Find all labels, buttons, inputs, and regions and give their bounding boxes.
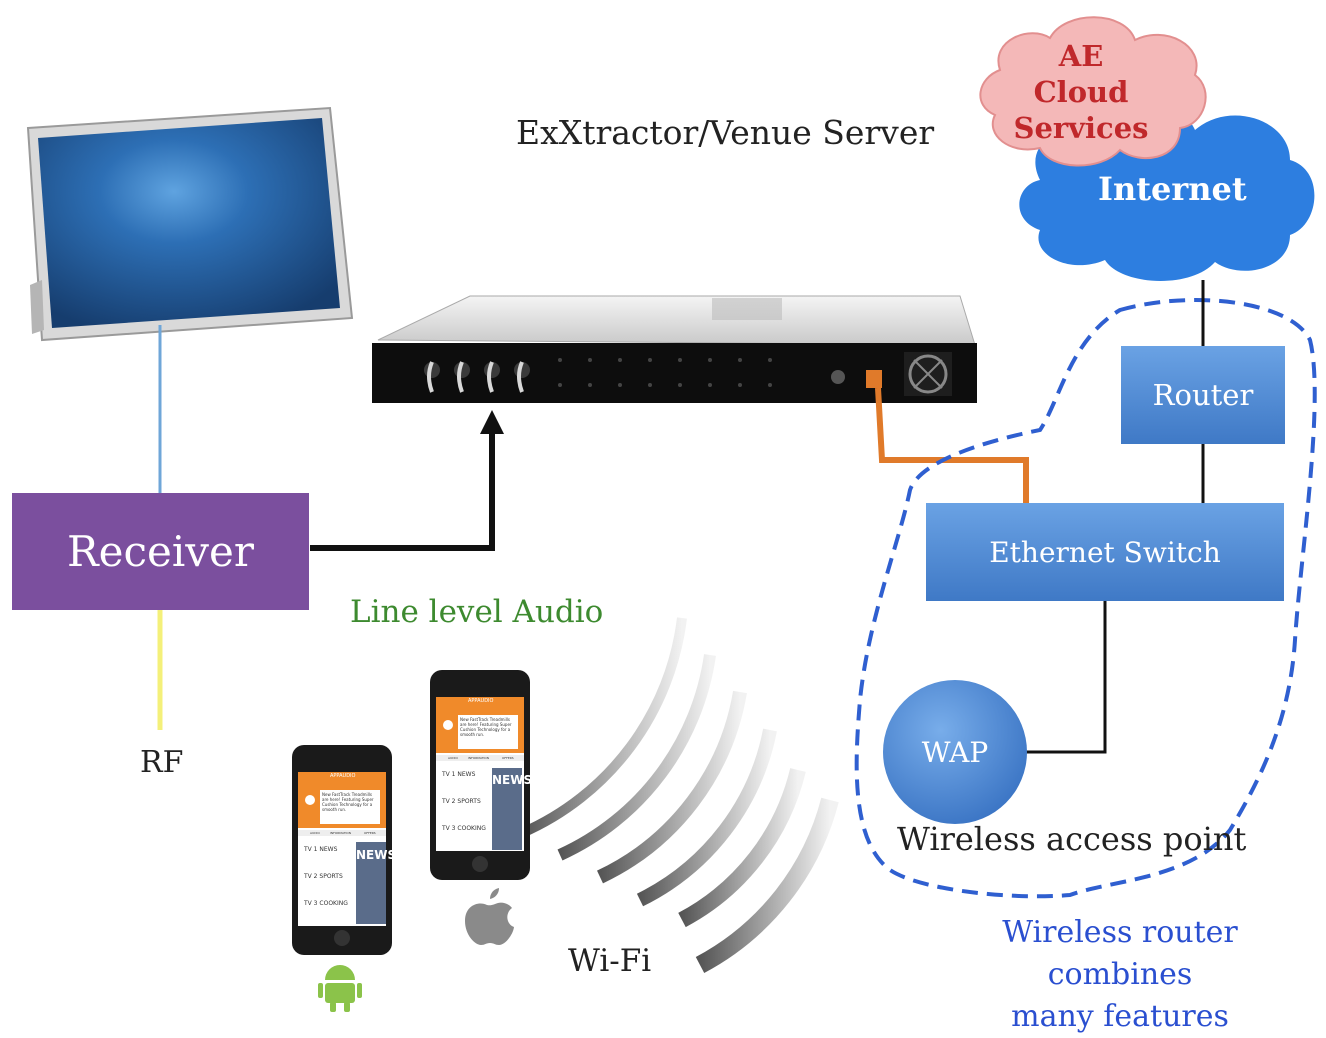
android-phone (292, 745, 392, 955)
ae-cloud-label: AE Cloud Services (1000, 38, 1162, 146)
router-box (1121, 346, 1285, 444)
wireless-router-boundary (854, 298, 1317, 899)
ae-cloud (979, 16, 1207, 167)
apple-icon (465, 888, 514, 945)
audio-cable (310, 430, 495, 551)
ethernet-cable (875, 387, 1029, 505)
venue-server (372, 295, 977, 403)
iphone-promo: New FastTrack Treadmills are here! Featu… (460, 717, 512, 737)
iphone-news-badge: NEWS (492, 773, 533, 787)
wap-caption: Wireless access point (897, 820, 1247, 858)
android-icon (318, 965, 362, 1012)
ethernet-switch-box (926, 503, 1284, 601)
iphone-channel-3: TV 3 COOKING (442, 825, 486, 832)
wap-label: WAP (921, 735, 989, 769)
tv-monitor (26, 106, 354, 342)
wifi-waves-icon (519, 617, 839, 973)
internet-label: Internet (1098, 170, 1247, 208)
android-tab-information: INFORMATION (330, 831, 352, 835)
rf-label: RF (140, 745, 184, 780)
android-news-badge: NEWS (356, 848, 397, 862)
android-promo: New FastTrack Treadmills are here! Featu… (322, 792, 374, 812)
iphone-tab-information: INFORMATION (468, 756, 490, 760)
iphone-tab-offers: OFFERS (502, 756, 514, 760)
server-title: ExXtractor/Venue Server (516, 113, 935, 152)
android-app-header: APPAUDIO (330, 773, 356, 779)
switch-label: Ethernet Switch (989, 535, 1221, 569)
router-label: Router (1152, 378, 1254, 412)
iphone-channel-2: TV 2 SPORTS (442, 798, 481, 805)
iphone-channel-1: TV 1 NEWS (442, 771, 476, 778)
note-line2: combines (1047, 957, 1193, 992)
iphone (430, 670, 530, 880)
audio-label: Line level Audio (350, 594, 604, 630)
receiver-box (12, 493, 309, 610)
note-line1: Wireless router (1002, 915, 1238, 950)
android-channel-2: TV 2 SPORTS (304, 873, 343, 880)
iphone-tab-audio: AUDIO (448, 756, 458, 760)
audio-arrow-head (480, 410, 504, 434)
note-line3: many features (1011, 999, 1229, 1034)
router-note: Wireless router combines many features (985, 912, 1255, 1038)
android-channel-1: TV 1 NEWS (304, 846, 338, 853)
ae-label-line1: AE (1058, 39, 1104, 73)
android-tab-offers: OFFERS (364, 831, 376, 835)
iphone-app-header: APPAUDIO (468, 698, 494, 704)
wifi-label: Wi-Fi (568, 943, 652, 979)
wap-circle (883, 680, 1027, 824)
ae-label-line2: Cloud (1033, 75, 1129, 109)
android-channel-3: TV 3 COOKING (304, 900, 348, 907)
receiver-label: Receiver (67, 527, 254, 576)
ae-label-line3: Services (1013, 111, 1149, 145)
android-tab-audio: AUDIO (310, 831, 320, 835)
